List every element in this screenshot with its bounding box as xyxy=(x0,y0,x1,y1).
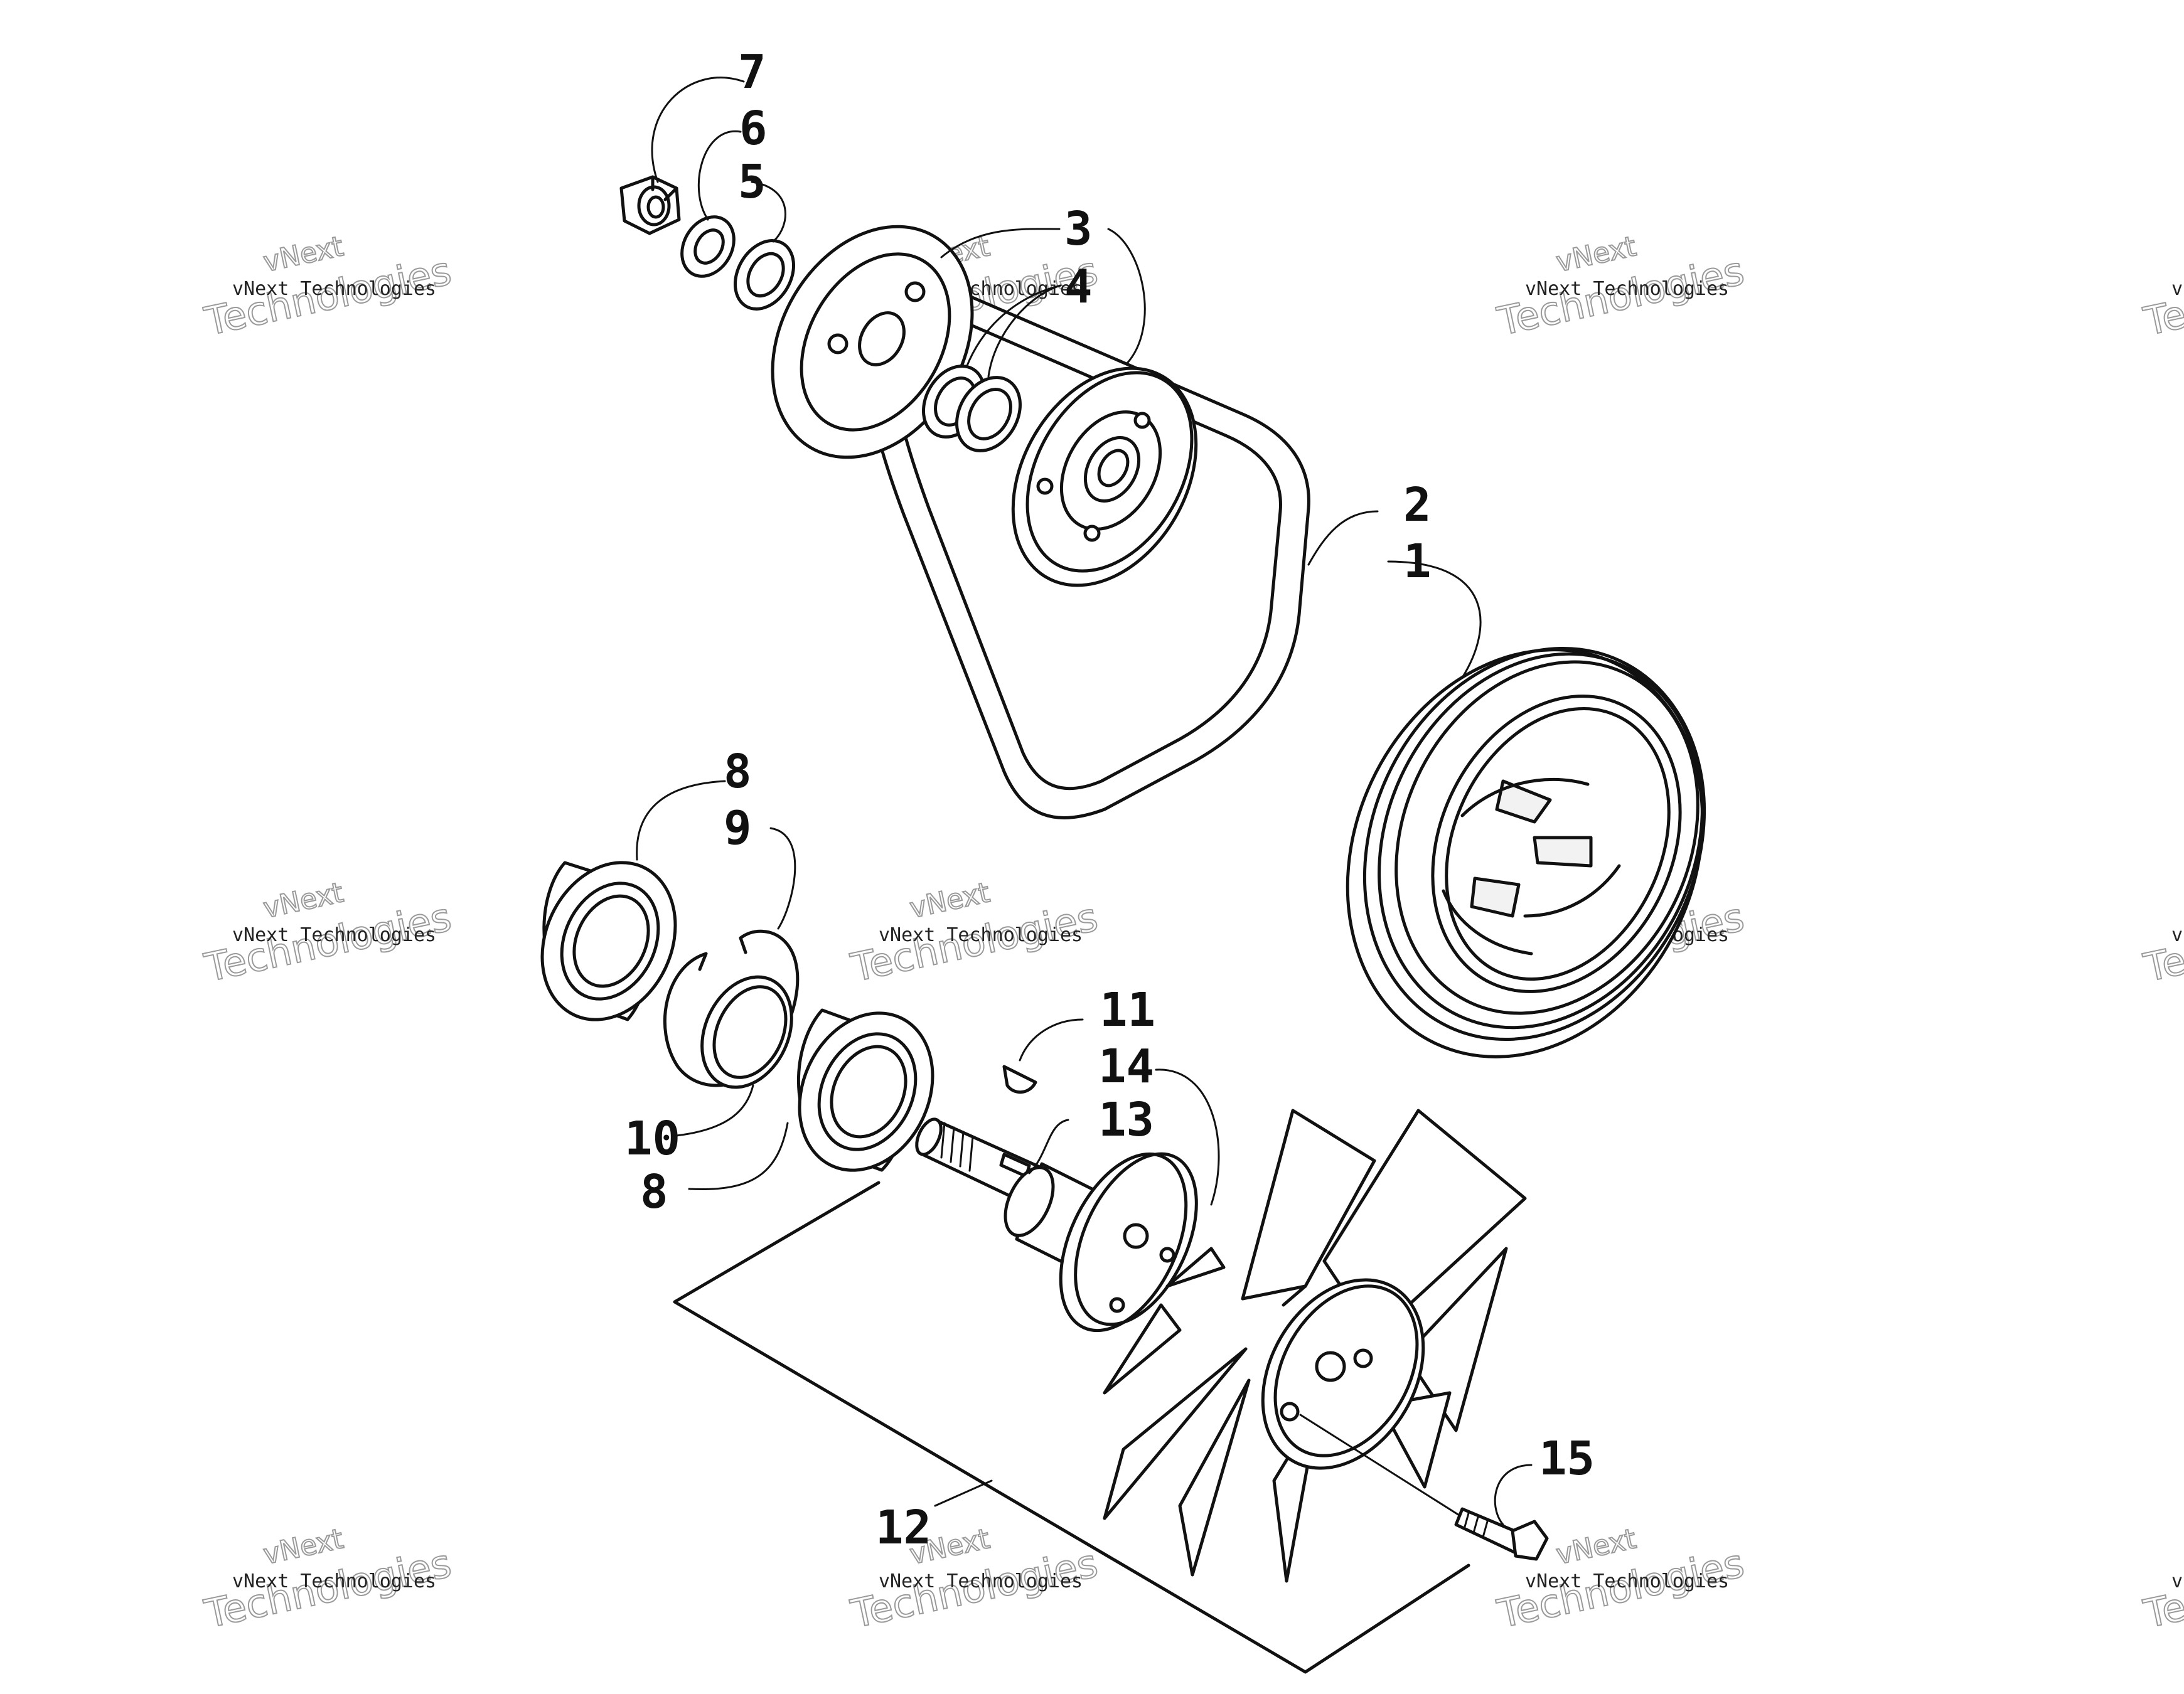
callout-5: 5 xyxy=(738,155,766,209)
watermark-text: vNext Technologies xyxy=(1525,1570,1729,1592)
bearing-lower xyxy=(796,1008,934,1172)
watermark-text: vNext Technologies xyxy=(232,278,436,300)
watermark-text: vNext Technologies xyxy=(232,1570,436,1592)
watermark-text: vNext Technologies xyxy=(2171,924,2184,946)
callout-8-upper: 8 xyxy=(724,745,752,799)
callout-14: 14 xyxy=(1098,1040,1154,1094)
watermark-text: vNext Technologies xyxy=(232,924,436,946)
callout-1: 1 xyxy=(1403,535,1432,589)
callout-11: 11 xyxy=(1100,983,1155,1037)
callout-6: 6 xyxy=(739,102,768,156)
watermark-text: vNext Technologies xyxy=(2171,1570,2184,1592)
cap-screw xyxy=(1299,1414,1549,1561)
washer xyxy=(733,239,796,311)
pulley-rear-half xyxy=(771,225,974,459)
watermark-text: vNext Technologies xyxy=(2171,278,2184,300)
hex-nut xyxy=(619,175,681,235)
leader-lines xyxy=(636,77,1533,1674)
callout-12: 12 xyxy=(875,1501,931,1555)
shaft-flange xyxy=(1059,1152,1198,1333)
callout-9: 9 xyxy=(724,801,752,855)
lock-washer xyxy=(680,215,736,278)
fan-shaft xyxy=(915,1117,1106,1272)
callout-15: 15 xyxy=(1539,1432,1595,1486)
bearing-spacer xyxy=(700,975,793,1089)
watermark-text: vNext Technologies xyxy=(1525,278,1729,300)
callout-7: 7 xyxy=(738,45,766,99)
cooling-fan xyxy=(1103,1109,1527,1583)
callout-labels: 7 6 5 3 4 2 1 8 9 10 8 11 14 13 12 15 xyxy=(624,45,1595,1555)
bearing-upper xyxy=(540,861,677,1021)
callout-13: 13 xyxy=(1098,1093,1154,1147)
pulley-spacers xyxy=(922,365,1022,452)
woodruff-key xyxy=(1002,1065,1037,1094)
callout-3: 3 xyxy=(1064,202,1093,256)
watermark-text: vNext Technologies xyxy=(879,1570,1083,1592)
callout-4: 4 xyxy=(1064,260,1093,314)
drive-pulley xyxy=(1346,646,1706,1058)
watermark-text: vNext Technologies xyxy=(879,924,1083,946)
pulley-front-half xyxy=(1011,366,1198,587)
callout-2: 2 xyxy=(1403,478,1432,532)
callout-8-lower: 8 xyxy=(640,1165,668,1219)
callout-10: 10 xyxy=(624,1112,680,1166)
